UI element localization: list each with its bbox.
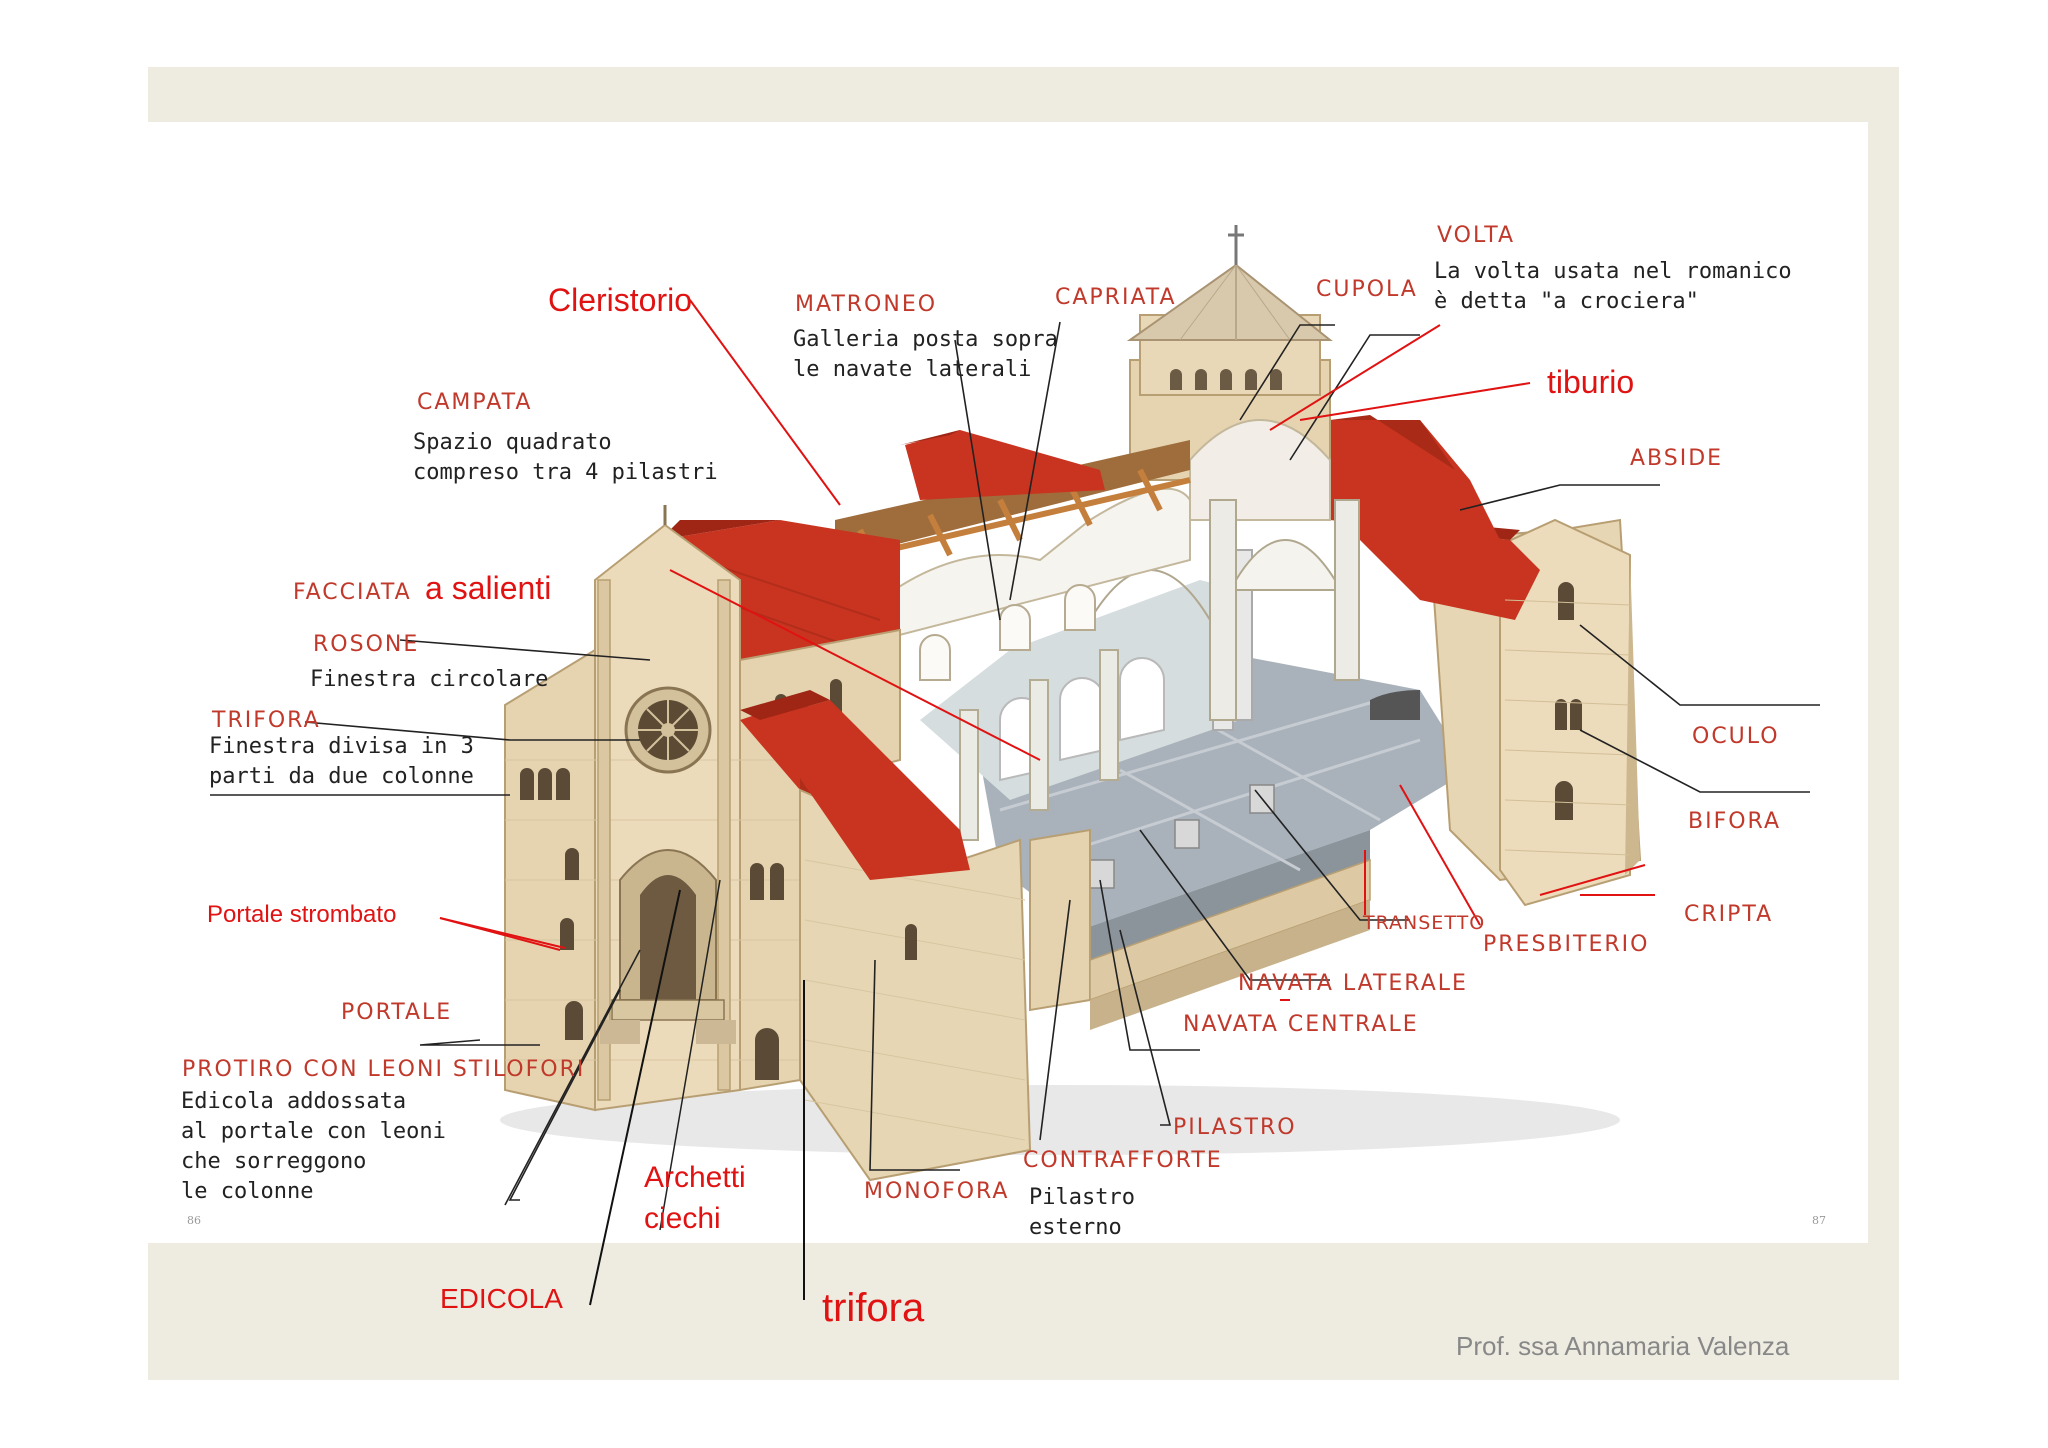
transept-roof — [1340, 520, 1540, 620]
label-trifora-annotation: trifora — [822, 1286, 925, 1330]
matroneo-description-line1: Galleria posta sopra — [793, 327, 1058, 352]
label-pilastro: PILASTRO — [1173, 1115, 1297, 1140]
label-volta: VOLTA — [1437, 223, 1515, 248]
dome-roof — [1126, 263, 1333, 341]
label-navata-centrale: NAVATA CENTRALE — [1183, 1012, 1419, 1037]
label-oculo: OCULO — [1692, 724, 1780, 749]
protiro-description-line4: le colonne — [181, 1179, 314, 1204]
label-bifora: BIFORA — [1688, 809, 1781, 834]
label-capriata: CAPRIATA — [1055, 285, 1177, 310]
campata-description-line1: Spazio quadrato — [413, 430, 612, 455]
label-abside: ABSIDE — [1630, 446, 1724, 471]
label-matroneo: MATRONEO — [795, 292, 938, 317]
campata-description-line2: compreso tra 4 pilastri — [413, 460, 718, 485]
rosone-description: Finestra circolare — [310, 667, 549, 692]
label-contrafforte: CONTRAFFORTE — [1023, 1148, 1223, 1173]
nave-roof-cut — [835, 440, 1190, 560]
label-archetti-line2: ciechi — [644, 1202, 721, 1235]
page-number-left: 86 — [187, 1214, 201, 1227]
label-portale: PORTALE — [341, 1000, 453, 1025]
label-portale-strombato: Portale strombato — [207, 901, 397, 928]
trifora-description-line1: Finestra divisa in 3 — [209, 734, 474, 759]
label-trifora: TRIFORA — [212, 708, 321, 733]
label-protiro: PROTIRO CON LEONI STILOFORI — [182, 1057, 586, 1082]
matroneo-description-line2: le navate laterali — [793, 357, 1032, 382]
label-facciata: FACCIATA — [293, 580, 412, 605]
contrafforte-description-line2: esterno — [1029, 1215, 1122, 1240]
label-navata-laterale: NAVATA LATERALE — [1238, 971, 1468, 996]
label-edicola: EDICOLA — [440, 1283, 563, 1314]
protiro-description-line3: che sorreggono — [181, 1149, 367, 1174]
label-cripta: CRIPTA — [1684, 902, 1774, 927]
apse-roof — [1330, 420, 1500, 540]
label-rosone: ROSONE — [313, 632, 420, 657]
trifora-description-line2: parti da due colonne — [209, 764, 474, 789]
label-monofora: MONOFORA — [864, 1179, 1010, 1204]
upper-nave-roof — [905, 430, 1105, 500]
label-cupola: CUPOLA — [1316, 277, 1418, 302]
main-portal — [600, 849, 736, 1044]
aisle-roof-near — [760, 700, 970, 880]
label-a-salienti: a salienti — [425, 570, 552, 606]
label-campata: CAMPATA — [417, 390, 533, 415]
label-archetti-line1: Archetti — [644, 1161, 746, 1194]
label-presbiterio: PRESBITERIO — [1483, 932, 1650, 957]
volta-description-line2: è detta "a crociera" — [1434, 289, 1699, 314]
label-tiburio: tiburio — [1547, 364, 1635, 400]
rose-window — [624, 686, 712, 774]
protiro-description-line1: Edicola addossata — [181, 1089, 407, 1114]
page-number-right: 87 — [1812, 1214, 1826, 1227]
footer-author: Prof. ssa Annamaria Valenza — [1456, 1331, 1790, 1361]
protiro-description-line2: al portale con leoni — [181, 1119, 446, 1144]
label-cleristorio: Cleristorio — [548, 282, 693, 318]
contrafforte-description-line1: Pilastro — [1029, 1185, 1135, 1210]
volta-description-line1: La volta usata nel romanico — [1434, 259, 1792, 284]
label-transetto: TRANSETTO — [1363, 912, 1486, 934]
